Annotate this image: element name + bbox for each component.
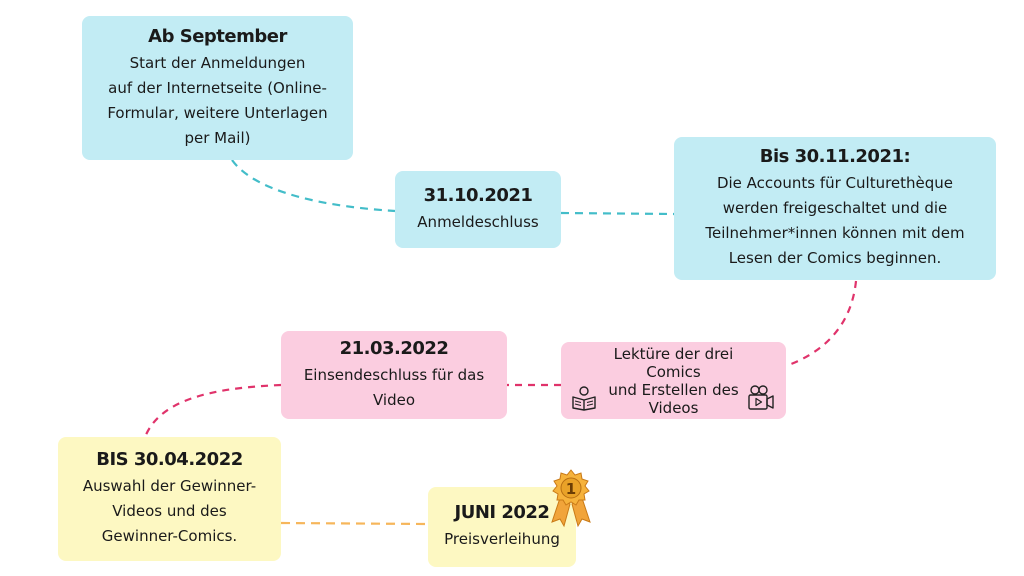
step-september-title: Ab September	[148, 25, 287, 47]
step-april-text: Auswahl der Gewinner- Videos und des Gew…	[82, 477, 257, 545]
step-november-text: Die Accounts für Culturethèque werden fr…	[705, 174, 965, 267]
step-march-text: Einsendeschluss für das Video	[303, 365, 485, 409]
step-september: Ab September Start der Anmeldungen auf d…	[82, 16, 353, 160]
step-april: BIS 30.04.2022 Auswahl der Gewinner- Vid…	[58, 437, 281, 561]
medal-number: 1	[566, 480, 576, 498]
step-september-text: Start der Anmeldungen auf der Internetse…	[107, 53, 328, 147]
step-march: 21.03.2022 Einsendeschluss für das Video	[281, 331, 507, 419]
connector-october-november	[560, 211, 675, 216]
step-june-title: JUNI 2022	[454, 502, 550, 523]
step-june-text: Preisverleihung	[444, 530, 560, 548]
step-november-title: Bis 30.11.2021:	[759, 146, 911, 167]
step-april-title: BIS 30.04.2022	[96, 449, 243, 470]
step-october-title: 31.10.2021	[423, 184, 533, 206]
video-camera-icon	[748, 385, 774, 410]
connector-november-reading	[785, 280, 858, 368]
medal-icon: 1	[551, 469, 591, 528]
book-reading-icon	[572, 386, 596, 411]
step-november: Bis 30.11.2021: Die Accounts für Culture…	[674, 137, 996, 280]
step-june: JUNI 2022 Preisverleihung	[428, 487, 576, 567]
connector-march-april	[143, 383, 282, 438]
step-reading-text: Lektüre der drei Comics und Erstellen de…	[608, 344, 739, 417]
step-march-title: 21.03.2022	[339, 337, 449, 359]
connector-september-october	[231, 159, 396, 213]
step-october-text: Anmeldeschluss	[417, 212, 539, 231]
step-october: 31.10.2021 Anmeldeschluss	[395, 171, 561, 248]
connector-april-june	[280, 521, 429, 526]
